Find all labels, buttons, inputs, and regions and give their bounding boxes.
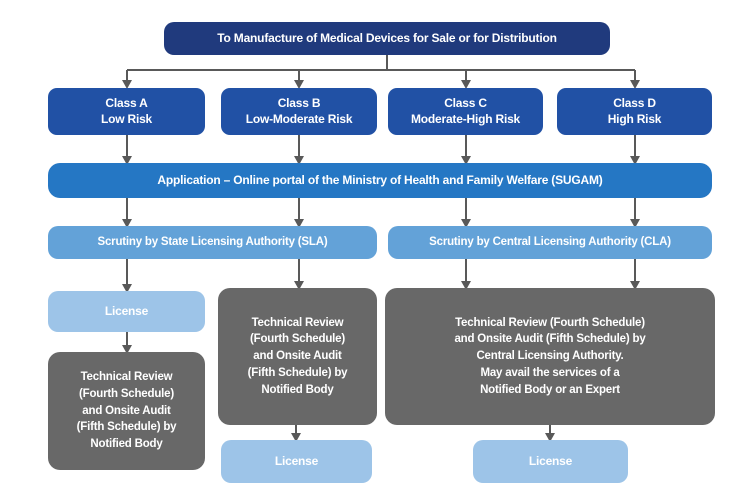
class-a-risk: Low Risk bbox=[100, 111, 153, 126]
node-technical-review-class-b: Technical Review (Fourth Schedule) and O… bbox=[218, 288, 377, 425]
root-node: To Manufacture of Medical Devices for Sa… bbox=[164, 22, 610, 55]
node-scrutiny-cla: Scrutiny by Central Licensing Authority … bbox=[388, 226, 712, 259]
class-b-risk: Low-Moderate Risk bbox=[245, 111, 353, 126]
license-a-label: License bbox=[104, 303, 149, 318]
root-node-label: To Manufacture of Medical Devices for Sa… bbox=[217, 30, 557, 45]
class-a-name: Class A bbox=[105, 95, 148, 110]
node-scrutiny-sla: Scrutiny by State Licensing Authority (S… bbox=[48, 226, 377, 259]
node-class-a: Class A Low Risk bbox=[48, 88, 205, 135]
class-c-name: Class C bbox=[444, 95, 487, 110]
node-class-d: Class D High Risk bbox=[557, 88, 712, 135]
application-label: Application – Online portal of the Minis… bbox=[157, 172, 603, 187]
node-application-sugam: Application – Online portal of the Minis… bbox=[48, 163, 712, 198]
node-license-class-b: License bbox=[221, 440, 372, 483]
node-technical-review-class-cd: Technical Review (Fourth Schedule) and O… bbox=[385, 288, 715, 425]
class-d-name: Class D bbox=[613, 95, 656, 110]
review-b-label: Technical Review (Fourth Schedule) and O… bbox=[247, 316, 348, 396]
review-cd-label: Technical Review (Fourth Schedule) and O… bbox=[454, 316, 646, 396]
license-cd-label: License bbox=[528, 453, 573, 468]
class-b-name: Class B bbox=[277, 95, 321, 110]
node-class-c: Class C Moderate-High Risk bbox=[388, 88, 543, 135]
node-class-b: Class B Low-Moderate Risk bbox=[221, 88, 377, 135]
class-c-risk: Moderate-High Risk bbox=[410, 111, 521, 126]
node-technical-review-class-a: Technical Review (Fourth Schedule) and O… bbox=[48, 352, 205, 470]
class-d-risk: High Risk bbox=[607, 111, 662, 126]
scrutiny-sla-label: Scrutiny by State Licensing Authority (S… bbox=[97, 236, 328, 249]
scrutiny-cla-label: Scrutiny by Central Licensing Authority … bbox=[429, 236, 671, 249]
node-license-class-a: License bbox=[48, 291, 205, 332]
license-b-label: License bbox=[274, 453, 319, 468]
review-a-label: Technical Review (Fourth Schedule) and O… bbox=[76, 371, 177, 450]
node-license-class-cd: License bbox=[473, 440, 628, 483]
